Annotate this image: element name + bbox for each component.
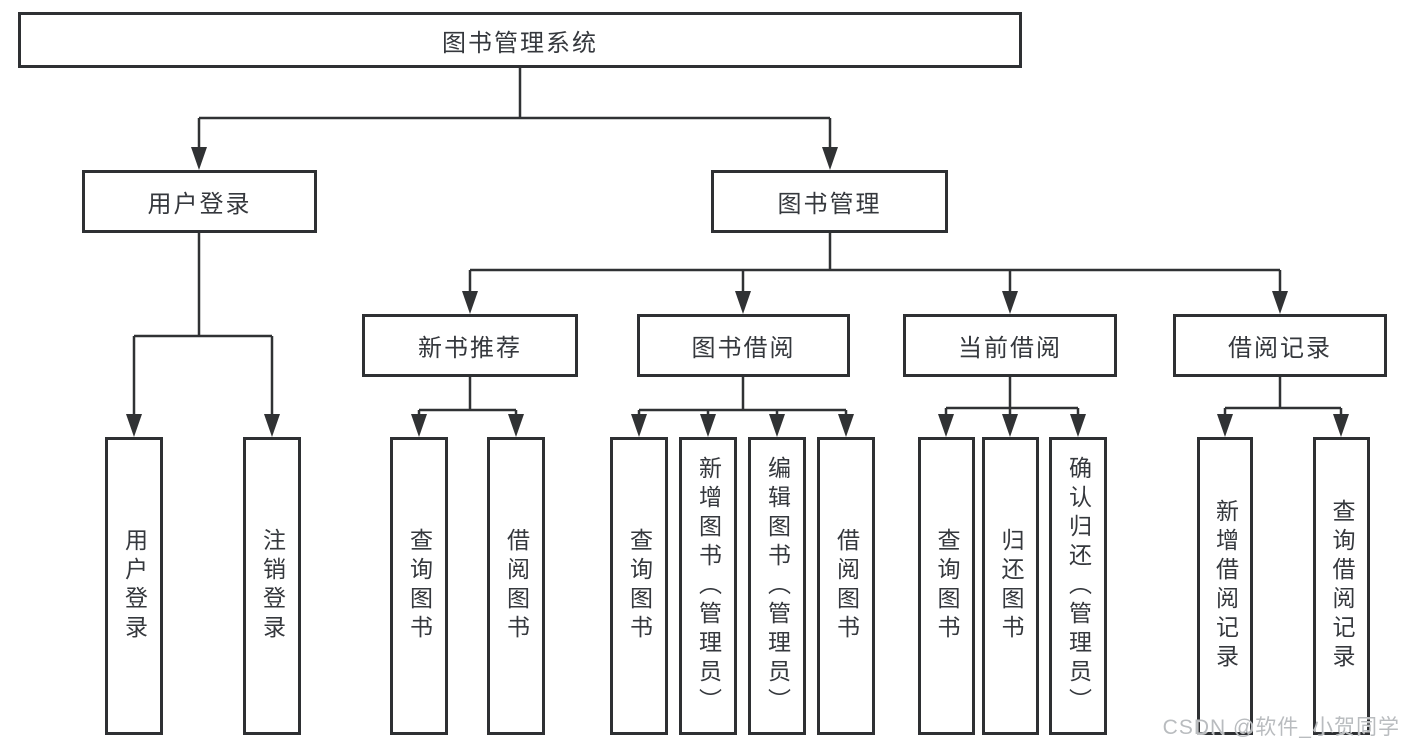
node-label: 借阅记录 <box>1228 335 1332 362</box>
node-label: 编辑图书（管理员） <box>764 455 791 717</box>
node-label: 归还图书 <box>998 528 1024 644</box>
node-borrow-record: 借阅记录 <box>1173 314 1387 377</box>
node-book-borrow: 图书借阅 <box>637 314 850 377</box>
node-leaf-borrow-books-2: 借阅图书 <box>817 437 875 735</box>
node-leaf-edit-books-admin: 编辑图书（管理员） <box>748 437 806 735</box>
node-label: 图书管理 <box>777 191 882 218</box>
node-label: 新增借阅记录 <box>1212 499 1239 673</box>
node-root: 图书管理系统 <box>18 12 1022 68</box>
node-leaf-query-books-3: 查询图书 <box>918 437 975 735</box>
node-label: 查询图书 <box>934 528 960 644</box>
node-leaf-logout: 注销登录 <box>243 437 301 735</box>
node-leaf-query-books-2: 查询图书 <box>610 437 668 735</box>
node-label: 图书管理系统 <box>442 29 598 57</box>
node-label: 借阅图书 <box>833 528 860 644</box>
node-label: 图书借阅 <box>691 335 796 362</box>
node-label: 用户登录 <box>121 528 148 644</box>
node-book-management: 图书管理 <box>711 170 948 233</box>
node-user-login: 用户登录 <box>82 170 317 233</box>
node-current-borrow: 当前借阅 <box>903 314 1117 377</box>
node-label: 查询图书 <box>626 528 653 644</box>
csdn-watermark: CSDN @软件_小贺同学 <box>1162 716 1400 739</box>
node-leaf-add-borrow-record: 新增借阅记录 <box>1197 437 1253 735</box>
node-new-book-recommend: 新书推荐 <box>362 314 578 377</box>
arrowheads <box>126 147 1349 437</box>
node-label: 新书推荐 <box>418 335 522 362</box>
node-leaf-add-books-admin: 新增图书（管理员） <box>679 437 737 735</box>
node-leaf-user-login: 用户登录 <box>105 437 163 735</box>
node-label: 查询图书 <box>406 528 433 644</box>
node-label: 确认归还（管理员） <box>1065 455 1092 717</box>
node-leaf-confirm-return-admin: 确认归还（管理员） <box>1049 437 1107 735</box>
node-leaf-query-books-1: 查询图书 <box>390 437 448 735</box>
node-leaf-borrow-books-1: 借阅图书 <box>487 437 545 735</box>
node-label: 查询借阅记录 <box>1329 499 1355 673</box>
node-label: 注销登录 <box>259 528 286 644</box>
node-leaf-query-borrow-record: 查询借阅记录 <box>1313 437 1370 735</box>
node-label: 当前借阅 <box>958 335 1062 362</box>
node-label: 用户登录 <box>147 191 252 218</box>
node-label: 借阅图书 <box>503 528 530 644</box>
node-leaf-return-books: 归还图书 <box>982 437 1039 735</box>
node-label: 新增图书（管理员） <box>695 455 722 717</box>
